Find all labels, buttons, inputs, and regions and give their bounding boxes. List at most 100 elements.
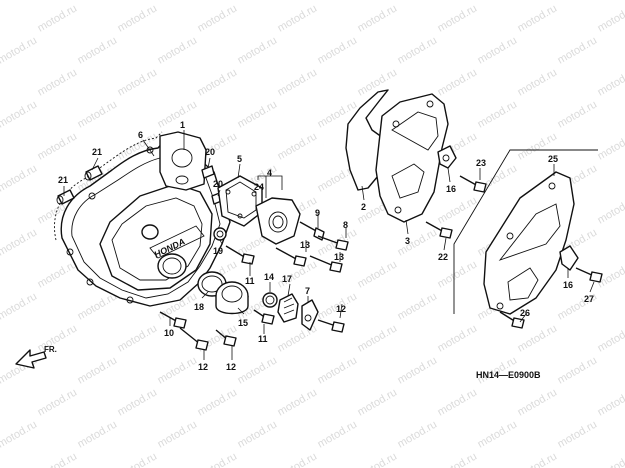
- watermark-text: motod.ru: [556, 34, 600, 66]
- watermark-text: motod.ru: [236, 98, 280, 130]
- watermark-text: motod.ru: [236, 0, 280, 3]
- sprocket-cover-25: [483, 171, 575, 315]
- watermark-text: motod.ru: [276, 2, 320, 34]
- pump-housing: [255, 197, 301, 245]
- watermark-text: motod.ru: [196, 2, 240, 34]
- watermark-text: motod.ru: [436, 2, 480, 34]
- watermark-text: motod.ru: [156, 418, 200, 450]
- watermark-text: motod.ru: [316, 34, 360, 66]
- watermark-text: motod.ru: [476, 98, 520, 130]
- watermark-text: motod.ru: [396, 290, 440, 322]
- watermark-text: motod.ru: [0, 162, 39, 194]
- watermark-text: motod.ru: [76, 34, 120, 66]
- watermark-text: motod.ru: [556, 354, 600, 386]
- watermark-text: motod.ru: [156, 0, 200, 3]
- left-crankcase-cover: HONDA: [54, 131, 231, 307]
- dowel-pins: [56, 165, 103, 205]
- watermark-text: motod.ru: [276, 66, 320, 98]
- watermark-text: motod.ru: [356, 258, 400, 290]
- callout-11-lower: 11: [258, 334, 268, 344]
- callout-9: 9: [315, 208, 320, 218]
- watermark-text: motod.ru: [196, 66, 240, 98]
- watermark-text: motod.ru: [436, 66, 480, 98]
- watermark-text: motod.ru: [556, 98, 600, 130]
- watermark-text: motod.ru: [556, 418, 600, 450]
- watermark-text: motod.ru: [596, 194, 625, 226]
- watermark-text: motod.ru: [0, 0, 39, 3]
- watermark-text: motod.ru: [0, 34, 39, 66]
- callout-15: 15: [238, 318, 248, 328]
- callout-7: 7: [305, 286, 310, 296]
- watermark-text: motod.ru: [596, 322, 625, 354]
- watermark-text: motod.ru: [356, 322, 400, 354]
- callout-13-lower: 13: [334, 252, 344, 262]
- watermark-text: motod.ru: [436, 322, 480, 354]
- watermark-text: motod.ru: [156, 98, 200, 130]
- pump-gasket: [217, 175, 263, 227]
- drawing-code: HN14—E0900B: [476, 370, 541, 380]
- callout-17: 17: [282, 274, 292, 284]
- watermark-text: motod.ru: [436, 450, 480, 468]
- watermark-text: motod.ru: [436, 258, 480, 290]
- watermark-text: motod.ru: [0, 290, 39, 322]
- callout-12-left: 12: [198, 362, 208, 372]
- watermark-text: motod.ru: [36, 258, 80, 290]
- clip-16-lower: [559, 245, 579, 271]
- watermark-text: motod.ru: [196, 450, 240, 468]
- watermark-text: motod.ru: [0, 98, 39, 130]
- leader-lines: [63, 130, 595, 360]
- watermark-text: motod.ru: [76, 354, 120, 386]
- bolts: [159, 221, 349, 351]
- watermark-text: motod.ru: [516, 2, 560, 34]
- watermark-text: motod.ru: [36, 450, 80, 468]
- callout-5: 5: [237, 154, 242, 164]
- watermark-text: motod.ru: [356, 450, 400, 468]
- bolt-23: [459, 175, 487, 193]
- callout-3: 3: [405, 236, 410, 246]
- watermark-text: motod.ru: [436, 194, 480, 226]
- watermark-text: motod.ru: [76, 98, 120, 130]
- filter-cap-15: [215, 281, 249, 315]
- watermark-text: motod.ru: [316, 354, 360, 386]
- front-arrow: FR.: [15, 345, 57, 369]
- callout-18: 18: [194, 302, 204, 312]
- callout-13-upper: 13: [300, 240, 310, 250]
- watermark-text: motod.ru: [76, 0, 120, 3]
- bolt-27: [575, 267, 603, 283]
- watermark-text: motod.ru: [276, 322, 320, 354]
- clip-16-upper: [437, 145, 457, 169]
- watermark-text: motod.ru: [236, 34, 280, 66]
- callout-22: 22: [438, 252, 448, 262]
- o-ring-14: [262, 292, 278, 308]
- watermark-text: motod.ru: [516, 450, 560, 468]
- watermark-text: motod.ru: [356, 386, 400, 418]
- callout-8: 8: [343, 220, 348, 230]
- watermark-text: motod.ru: [316, 418, 360, 450]
- clamp-7: [301, 299, 319, 331]
- watermark-text: motod.ru: [36, 66, 80, 98]
- watermark-text: motod.ru: [516, 66, 560, 98]
- watermark-text: motod.ru: [156, 34, 200, 66]
- callout-16-upper: 16: [446, 184, 456, 194]
- watermark-text: motod.ru: [316, 0, 360, 3]
- watermark-text: motod.ru: [476, 418, 520, 450]
- watermark-text: motod.ru: [556, 0, 600, 3]
- watermark-text: motod.ru: [396, 226, 440, 258]
- watermark-text: motod.ru: [196, 386, 240, 418]
- watermark-text: motod.ru: [476, 0, 520, 3]
- callout-23: 23: [476, 158, 486, 168]
- watermark-text: motod.ru: [236, 418, 280, 450]
- callout-21-upper: 21: [92, 147, 102, 157]
- watermark-text: motod.ru: [116, 322, 160, 354]
- watermark-text: motod.ru: [396, 34, 440, 66]
- watermark-text: motod.ru: [276, 450, 320, 468]
- watermark-text: motod.ru: [0, 418, 39, 450]
- callout-labels: 1 6 21 21 20 20 5 4 24 19 18 15 14 17 7 …: [58, 120, 594, 372]
- callout-4: 4: [267, 168, 272, 178]
- watermark-text: motod.ru: [596, 2, 625, 34]
- bolt-22: [425, 221, 453, 239]
- callout-19: 19: [213, 246, 223, 256]
- inset-box-lines: [453, 149, 598, 314]
- cap-17: [277, 293, 299, 323]
